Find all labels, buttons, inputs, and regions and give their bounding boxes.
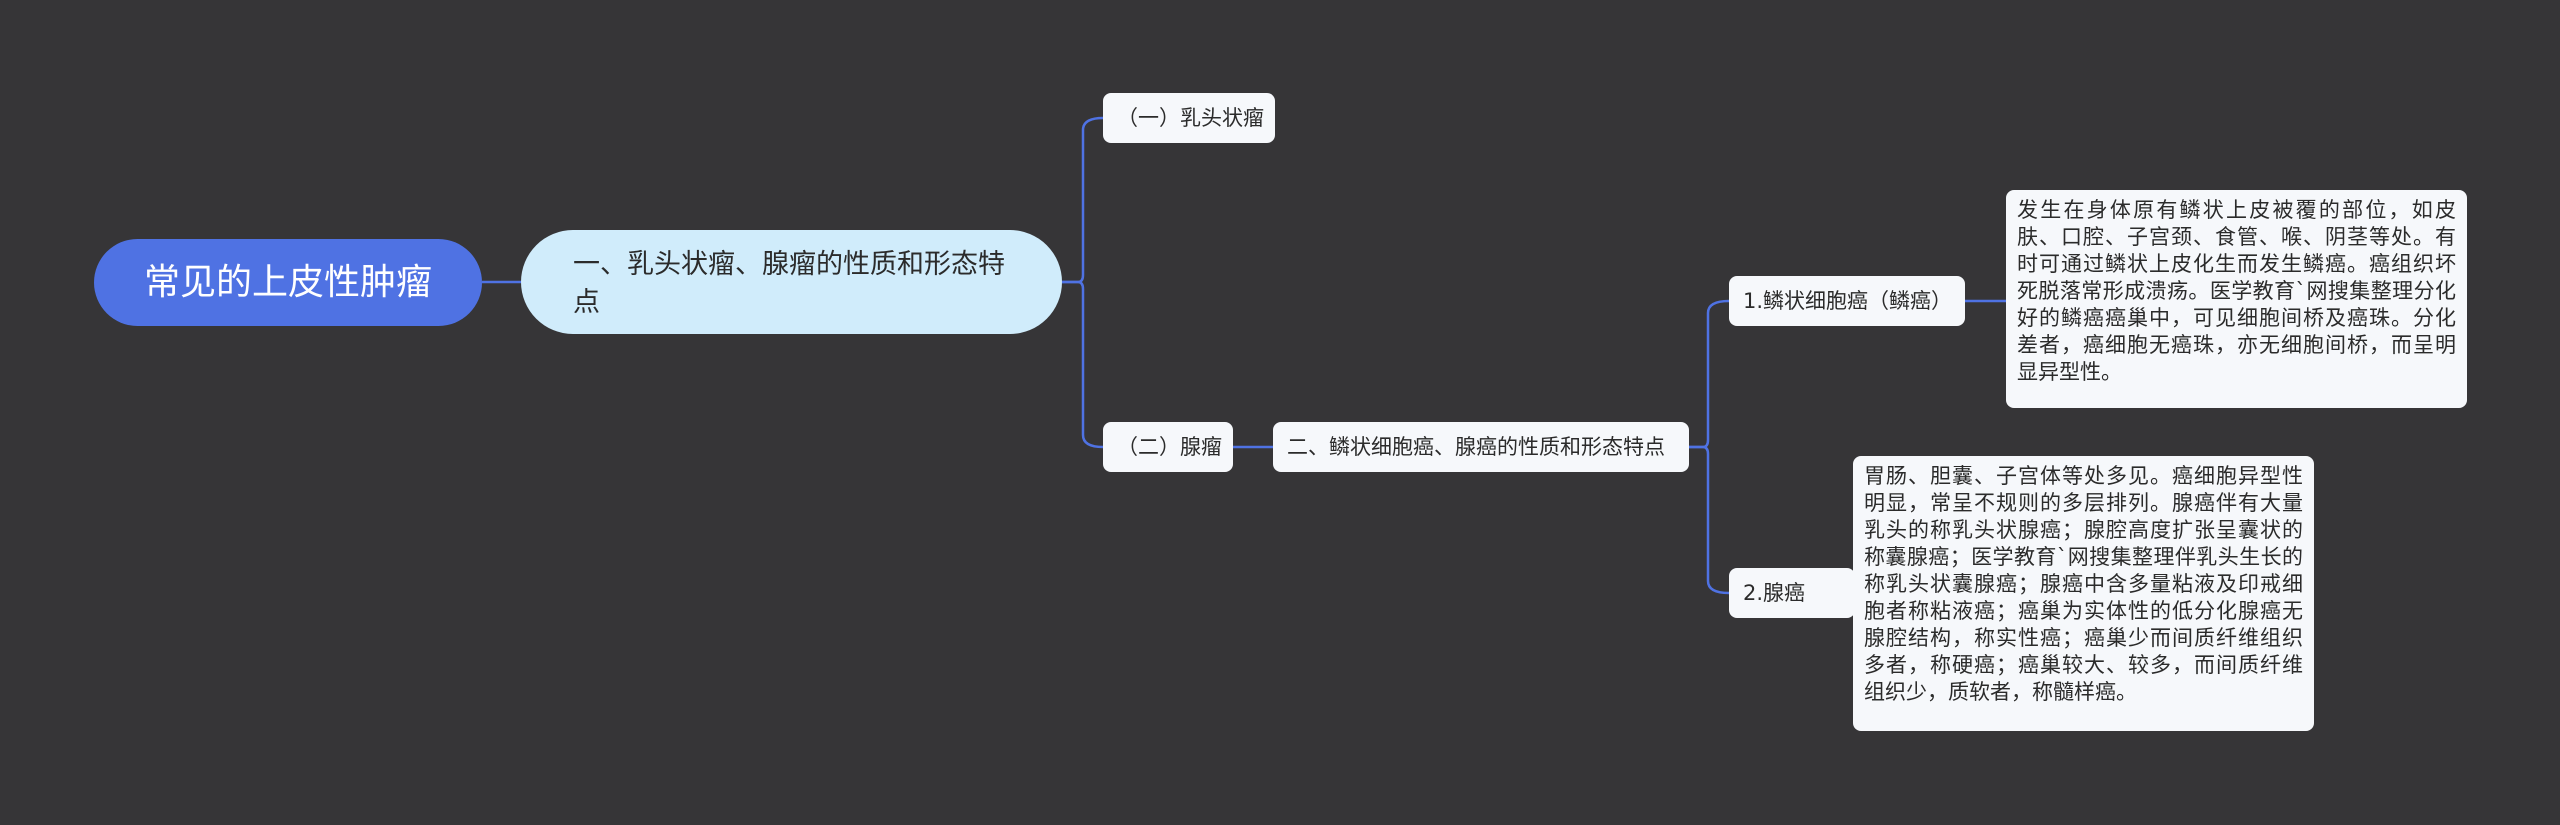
topic-papilloma[interactable]: （一）乳头状瘤 [1103, 93, 1275, 143]
connector-section-squamous [1689, 299, 1730, 449]
branch-topic[interactable]: 一、乳头状瘤、腺瘤的性质和形态特点 [521, 230, 1062, 334]
topic-squamous-carcinoma[interactable]: 1.鳞状细胞癌（鳞癌） [1729, 276, 1965, 326]
connector-branch-papilloma [1062, 116, 1104, 284]
topic-section-two[interactable]: 二、鳞状细胞癌、腺癌的性质和形态特点 [1273, 422, 1689, 472]
connector-branch-adenoma [1062, 280, 1104, 449]
topic-adenoma[interactable]: （二）腺瘤 [1103, 422, 1233, 472]
topic-adenocarcinoma[interactable]: 2.腺癌 [1729, 568, 1855, 618]
note-squamous-carcinoma[interactable]: 发生在身体原有鳞状上皮被覆的部位，如皮肤、口腔、子宫颈、食管、喉、阴茎等处。有时… [2006, 190, 2467, 408]
note-adenocarcinoma[interactable]: 胃肠、胆囊、子宫体等处多见。癌细胞异型性明显，常呈不规则的多层排列。腺癌伴有大量… [1853, 456, 2314, 731]
connector-section-adenocarcinoma [1689, 445, 1730, 595]
root-topic[interactable]: 常见的上皮性肿瘤 [94, 239, 482, 326]
